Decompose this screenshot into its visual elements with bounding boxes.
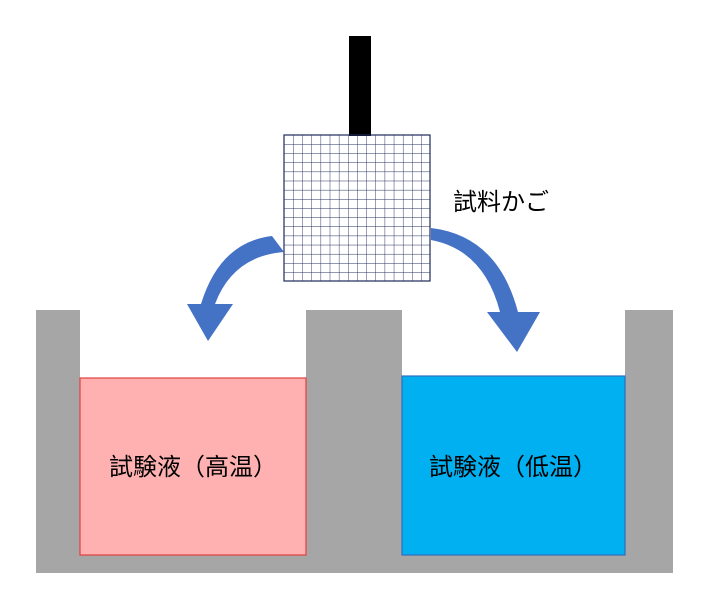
low-temp-liquid bbox=[401, 375, 626, 556]
arrow-left-curve bbox=[187, 236, 284, 341]
arrow-right-curve bbox=[431, 228, 540, 352]
tank-body bbox=[36, 310, 673, 573]
sample-basket bbox=[283, 134, 431, 282]
support-rod bbox=[349, 36, 371, 136]
low-temp-bath-label: 試験液（低温） bbox=[429, 453, 597, 481]
high-temp-liquid bbox=[79, 377, 307, 556]
high-temp-bath-label: 試験液（高温） bbox=[109, 453, 277, 481]
basket-label: 試料かご bbox=[453, 188, 549, 216]
